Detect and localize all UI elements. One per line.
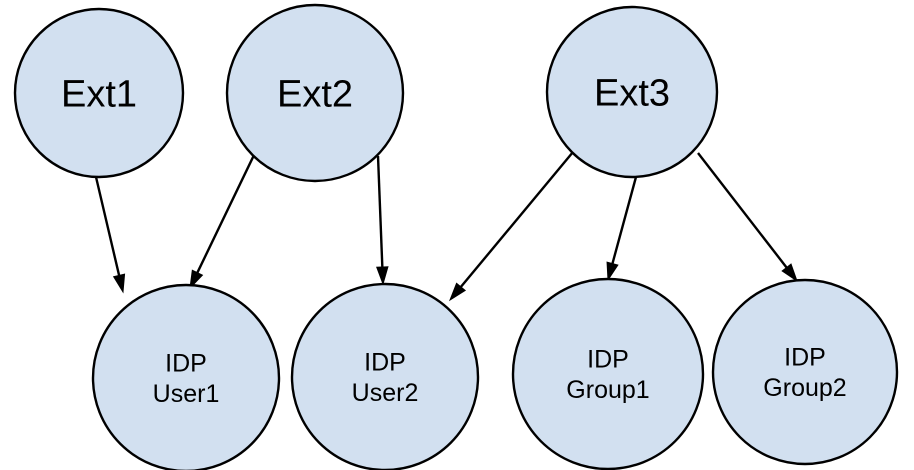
graph-edge: [189, 154, 256, 290]
arrow-head-icon: [781, 263, 798, 283]
node-circle[interactable]: [711, 278, 899, 466]
node-circle[interactable]: [511, 277, 705, 470]
graph-node-ext3[interactable]: Ext3: [545, 5, 719, 179]
edge-line: [194, 154, 256, 276]
edge-line: [697, 152, 790, 271]
node-circle[interactable]: [545, 5, 719, 179]
arrow-head-icon: [112, 273, 126, 294]
edge-line: [457, 151, 574, 291]
node-circle[interactable]: [91, 283, 281, 470]
arrow-head-icon: [448, 282, 467, 302]
graph-node-ext1[interactable]: Ext1: [13, 7, 185, 179]
graph-edge: [697, 152, 798, 283]
graph-edge: [606, 176, 638, 282]
arrow-head-icon: [606, 261, 619, 282]
arrow-head-icon: [189, 269, 204, 290]
node-circle[interactable]: [290, 282, 480, 470]
graph-edge: [94, 176, 126, 294]
edge-layer: [94, 151, 798, 302]
graph-node-ext2[interactable]: Ext2: [225, 3, 405, 183]
node-circle[interactable]: [225, 3, 405, 183]
edge-line: [376, 155, 384, 271]
edge-line: [610, 176, 638, 267]
graph-edge: [448, 151, 574, 302]
node-circle[interactable]: [13, 7, 185, 179]
edge-line: [94, 176, 121, 279]
graph-edge: [376, 155, 389, 286]
arrow-head-icon: [376, 266, 389, 286]
